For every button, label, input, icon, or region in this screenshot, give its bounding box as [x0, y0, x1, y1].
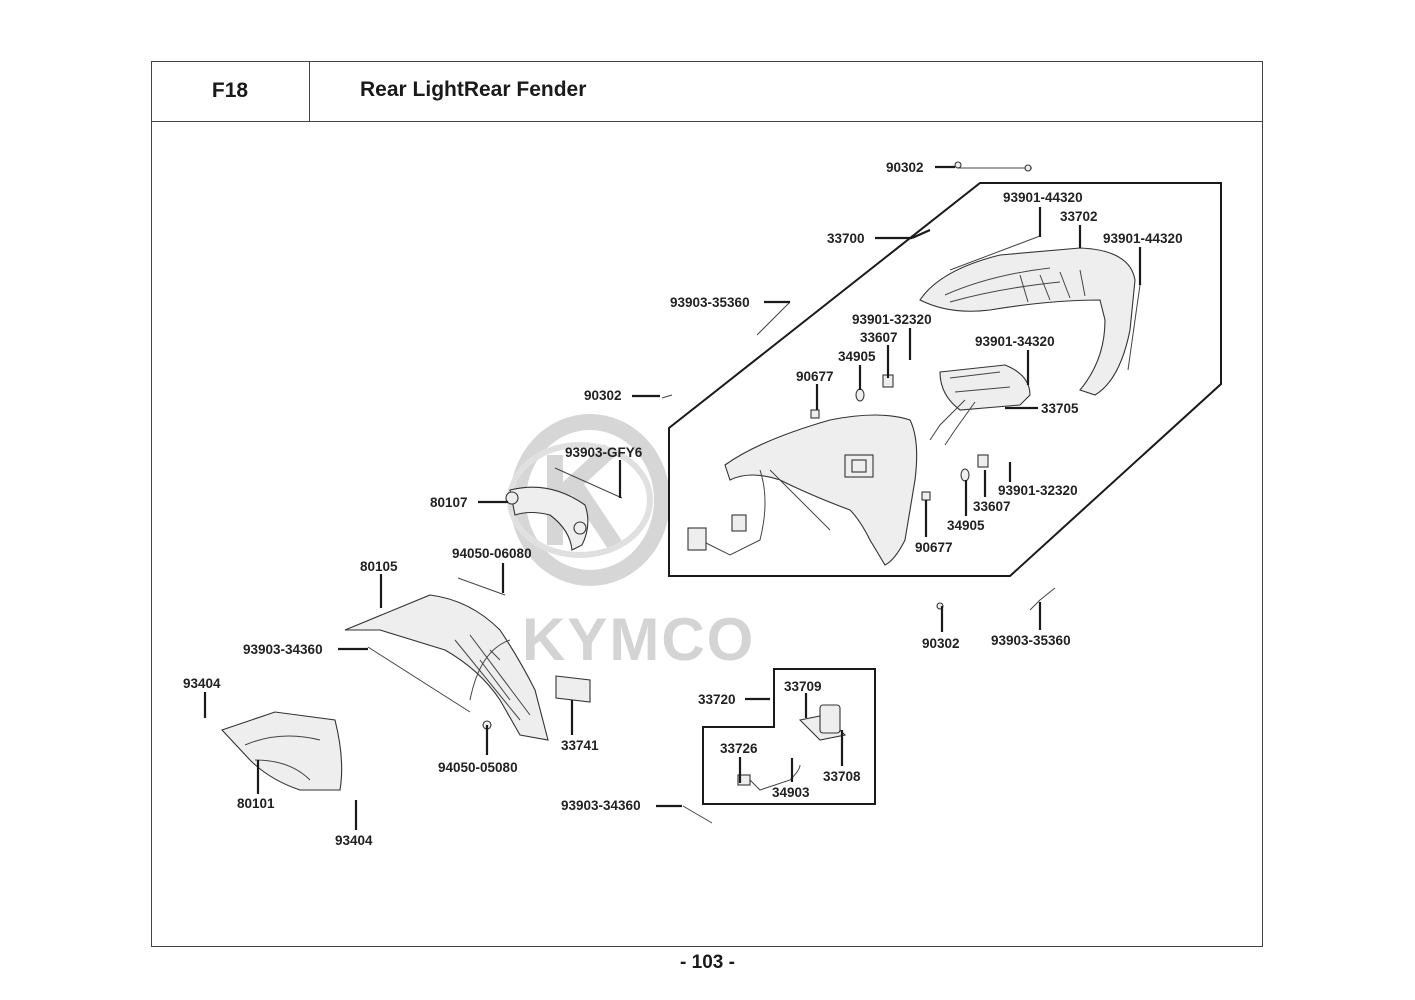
section-code: F18	[151, 61, 310, 122]
label-90302: 90302	[886, 160, 924, 175]
label-90302: 90302	[922, 636, 960, 651]
label-80107: 80107	[430, 495, 468, 510]
label-90302: 90302	[584, 388, 622, 403]
rear-fender-part	[344, 594, 549, 741]
label-93903-GFY6: 93903-GFY6	[565, 445, 643, 460]
label-33607: 33607	[973, 499, 1011, 514]
leader-lines	[203, 165, 1142, 830]
label-93901-34320: 93901-34320	[975, 334, 1055, 349]
label-93903-35360: 93903-35360	[670, 295, 750, 310]
under-cover-part	[221, 711, 343, 791]
label-93903-35360: 93903-35360	[991, 633, 1071, 648]
label-33741: 33741	[561, 738, 599, 753]
license-light-parts	[737, 704, 847, 791]
label-33702: 33702	[1060, 209, 1098, 224]
label-33607: 33607	[860, 330, 898, 345]
label-80101: 80101	[237, 796, 275, 811]
license-plate-part	[555, 675, 591, 703]
label-93901-32320: 93901-32320	[852, 312, 932, 327]
label-34905: 34905	[838, 349, 876, 364]
label-33700: 33700	[827, 231, 865, 246]
tail-lens-cover-part	[919, 247, 1136, 396]
label-93404: 93404	[335, 833, 373, 848]
fender-mount-part	[505, 486, 589, 551]
license-light-assembly-outline	[702, 668, 876, 805]
page-number: - 103 -	[680, 952, 735, 973]
label-93404: 93404	[183, 676, 221, 691]
label-80105: 80105	[360, 559, 398, 574]
label-33709: 33709	[784, 679, 822, 694]
section-title: Rear LightRear Fender	[360, 78, 587, 101]
kymco-watermark-text: KYMCO	[522, 606, 755, 673]
part-labels: 90302 93901-44320 33702 93901-44320 3370…	[183, 160, 1183, 848]
label-94050-05080: 94050-05080	[438, 760, 518, 775]
label-93901-44320: 93901-44320	[1103, 231, 1183, 246]
label-94050-06080: 94050-06080	[452, 546, 532, 561]
page-frame	[151, 61, 1263, 947]
label-33726: 33726	[720, 741, 758, 756]
tail-lamp-part	[929, 364, 1031, 446]
hardware-screws	[367, 161, 1141, 824]
label-33720: 33720	[698, 692, 736, 707]
label-34903: 34903	[772, 785, 810, 800]
label-90677: 90677	[796, 369, 834, 384]
label-34905: 34905	[947, 518, 985, 533]
label-93903-34360: 93903-34360	[561, 798, 641, 813]
rear-light-assembly-outline	[668, 182, 1222, 577]
header-divider	[310, 121, 1263, 122]
label-33708: 33708	[823, 769, 861, 784]
label-93903-34360: 93903-34360	[243, 642, 323, 657]
label-93901-32320: 93901-32320	[998, 483, 1078, 498]
label-33705: 33705	[1041, 401, 1079, 416]
rear-light-housing-part	[687, 414, 918, 566]
label-90677: 90677	[915, 540, 953, 555]
label-93901-44320: 93901-44320	[1003, 190, 1083, 205]
